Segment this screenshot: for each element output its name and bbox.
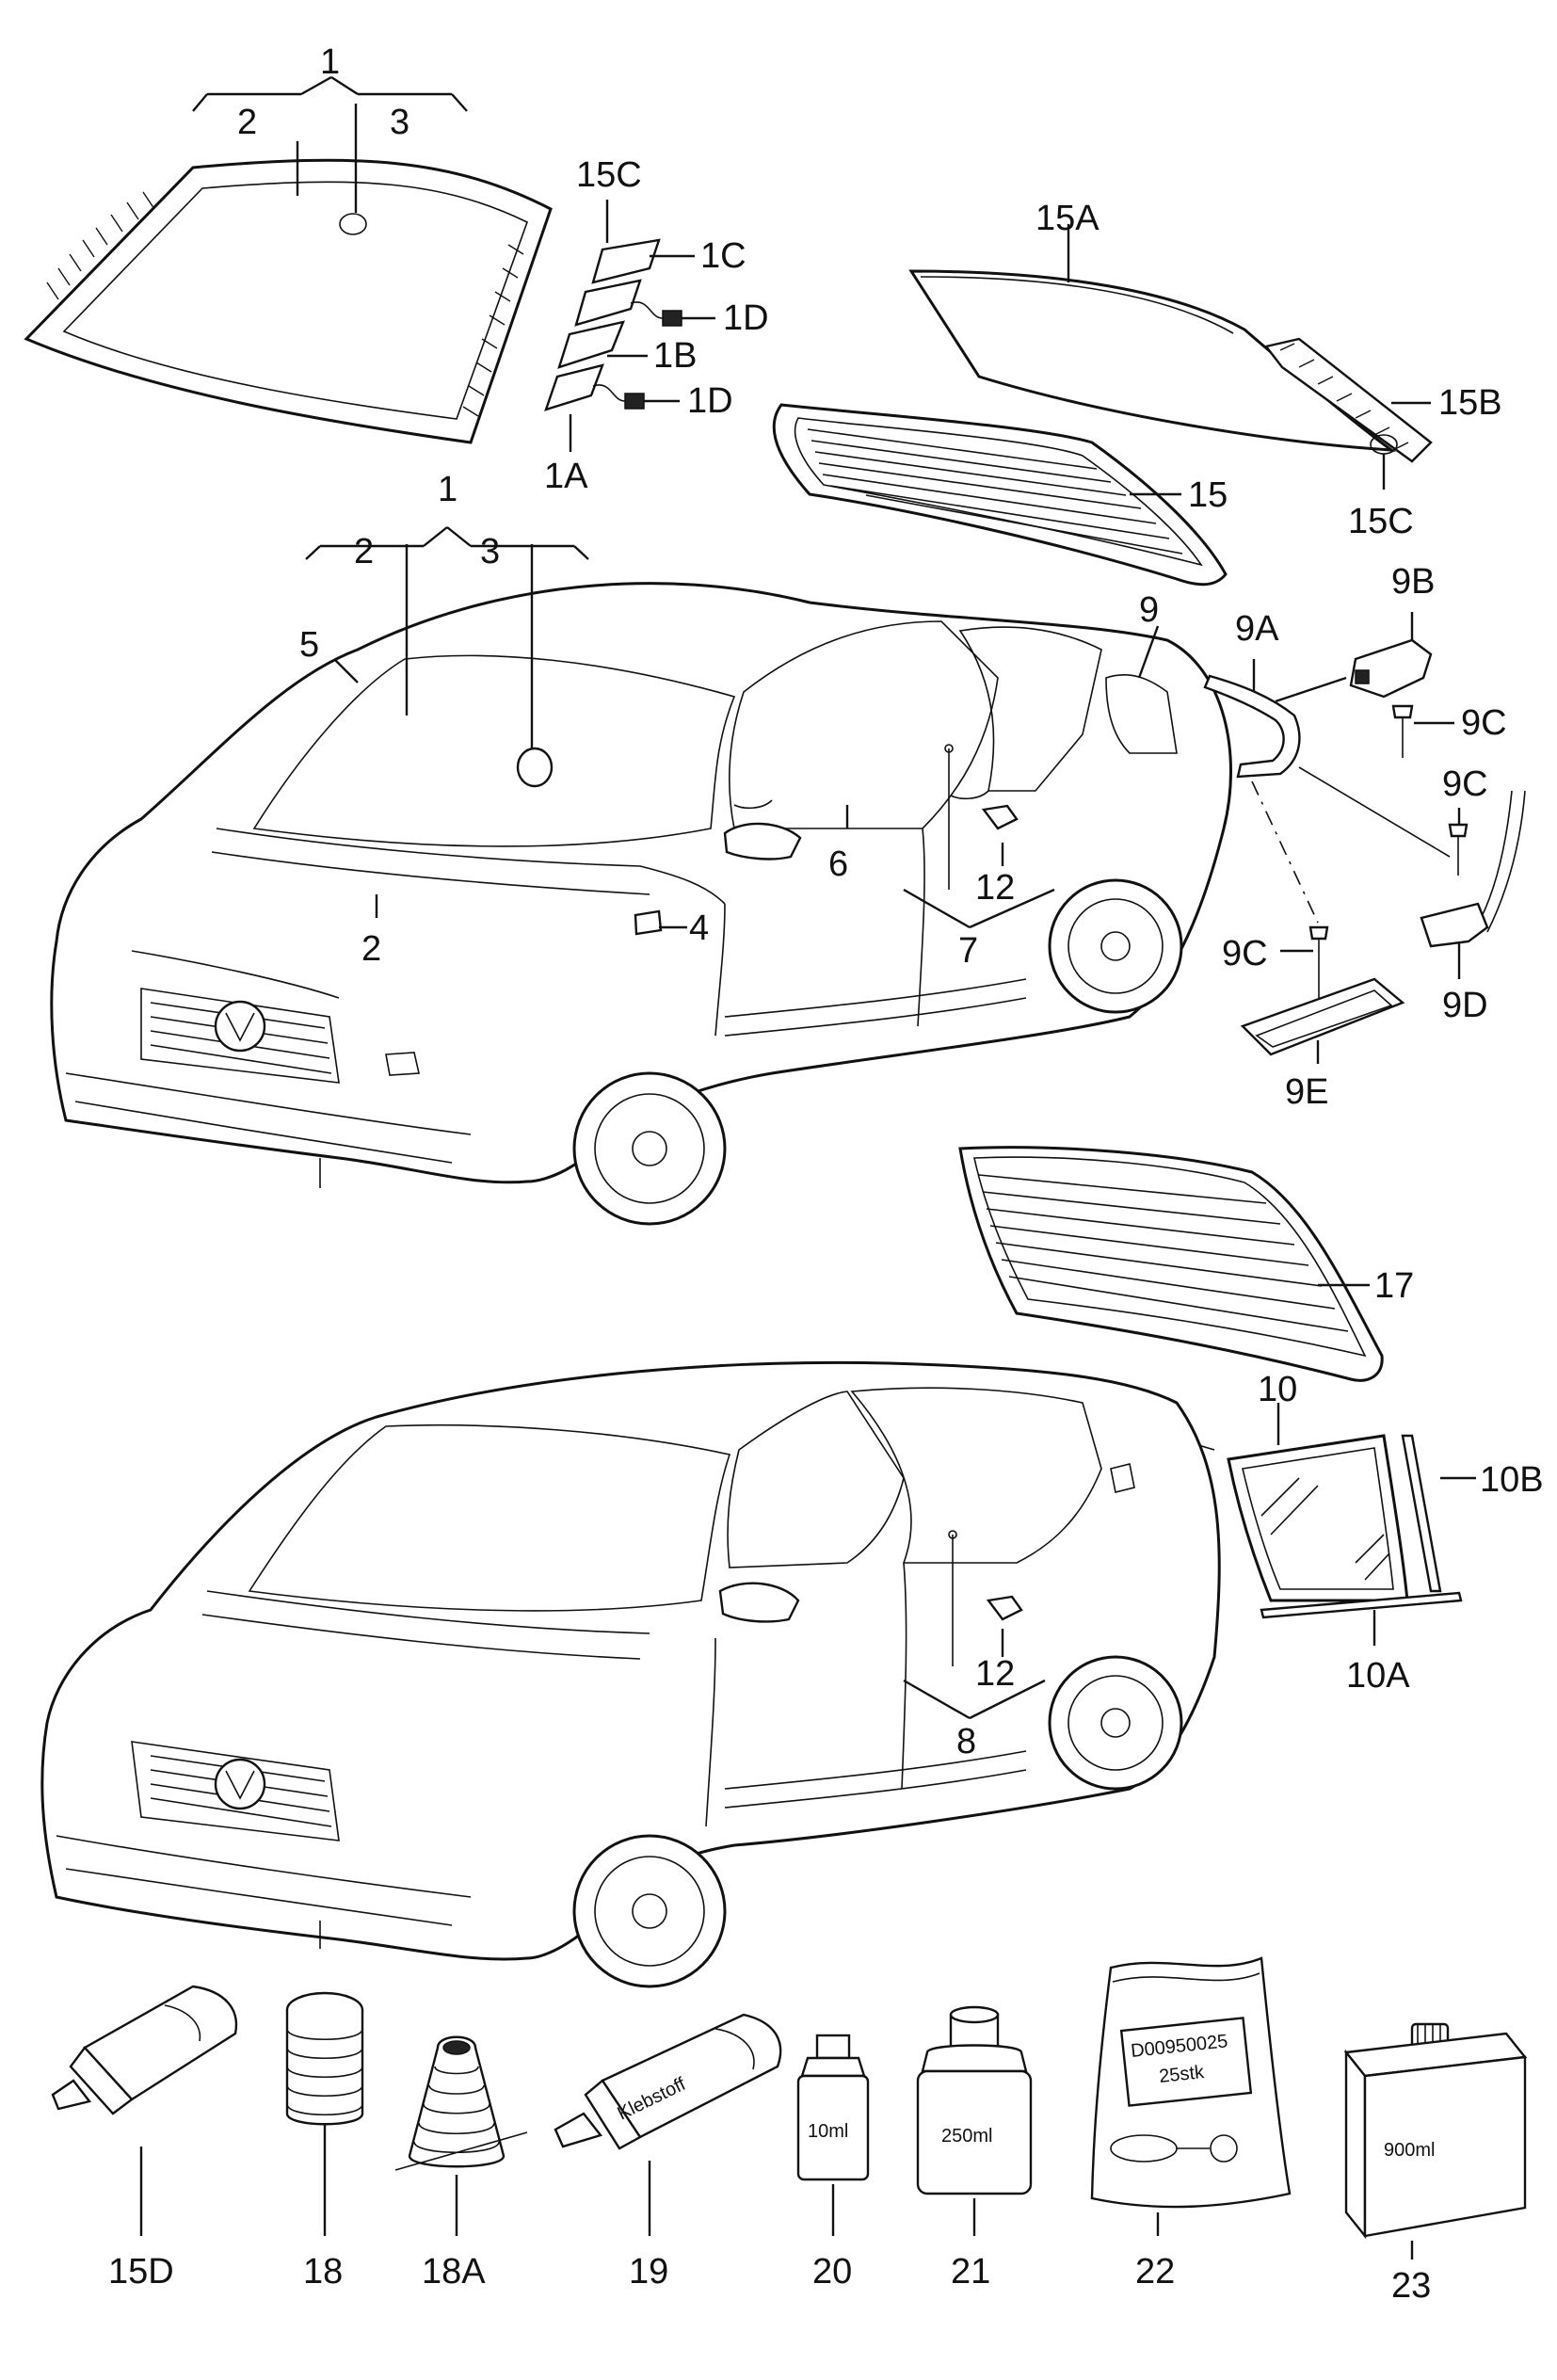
callout-1-top: 1 xyxy=(320,42,340,82)
callout-9c-c: 9C xyxy=(1222,934,1268,973)
sensor-strip-leaders xyxy=(569,200,715,452)
callout-2-bottom: 2 xyxy=(361,929,381,969)
bottle-20: 10ml xyxy=(796,2034,870,2236)
wagon-car xyxy=(40,1360,1221,1988)
callout-5: 5 xyxy=(299,625,319,665)
callout-15b: 15B xyxy=(1438,383,1502,423)
callout-1a: 1A xyxy=(544,457,588,496)
callout-19: 19 xyxy=(629,2252,668,2292)
callout-7: 7 xyxy=(958,931,978,971)
callout-17: 17 xyxy=(1374,1266,1414,1306)
callout-18: 18 xyxy=(303,2252,343,2292)
callout-2-sedan: 2 xyxy=(354,532,374,571)
tube-15d xyxy=(51,1985,238,2236)
callout-20: 20 xyxy=(812,2252,852,2292)
callout-9b: 9B xyxy=(1391,562,1435,602)
callout-15c-top: 15C xyxy=(576,155,642,195)
sedan-rear-glass xyxy=(772,403,1228,587)
windscreen xyxy=(24,158,553,444)
callout-1b: 1B xyxy=(653,336,697,376)
callout-9d: 9D xyxy=(1442,986,1488,1025)
callout-23: 23 xyxy=(1391,2266,1431,2306)
jug-23: 900ml xyxy=(1343,2022,1528,2259)
callout-9e: 9E xyxy=(1285,1072,1328,1112)
bag-22: D00950025 25stk xyxy=(1090,1956,1292,2236)
callout-10: 10 xyxy=(1258,1370,1297,1409)
callout-10a: 10A xyxy=(1346,1656,1410,1696)
callout-12-wagon: 12 xyxy=(975,1654,1015,1694)
callout-9c-b: 9C xyxy=(1442,764,1488,804)
seal-ring-18 xyxy=(285,1991,364,2236)
sedan-car xyxy=(50,582,1232,1226)
callout-10b: 10B xyxy=(1480,1460,1544,1500)
wagon-quarter-glass xyxy=(1053,1402,1476,1646)
callout-18a: 18A xyxy=(422,2252,486,2292)
callout-15: 15 xyxy=(1188,475,1228,515)
jug-23-label: 900ml xyxy=(1384,2140,1435,2161)
callout-3-top: 3 xyxy=(390,103,409,142)
rear-trim-assembly xyxy=(1203,612,1526,1064)
callout-15a: 15A xyxy=(1035,199,1100,238)
rear-window xyxy=(908,224,1433,490)
callout-15c-right: 15C xyxy=(1348,502,1414,541)
callout-9: 9 xyxy=(1139,590,1159,630)
sensor-strip xyxy=(544,238,682,411)
sedan-leaders xyxy=(305,526,1160,929)
callout-21: 21 xyxy=(951,2252,990,2292)
wagon-leaders xyxy=(903,1629,1046,1720)
can-21: 250ml xyxy=(916,2005,1033,2236)
adhesive-tube-19: Klebstoff xyxy=(554,2013,782,2236)
windscreen-leaders xyxy=(192,75,468,213)
callout-3-sedan: 3 xyxy=(480,532,500,571)
callout-4: 4 xyxy=(689,909,709,948)
callout-22: 22 xyxy=(1135,2252,1175,2292)
callout-15d: 15D xyxy=(108,2252,174,2292)
bottle-20-label: 10ml xyxy=(808,2121,848,2142)
callout-1c: 1C xyxy=(700,236,746,276)
callout-8: 8 xyxy=(956,1722,976,1761)
callout-6: 6 xyxy=(828,844,848,884)
bag-22-label-2: 25stk xyxy=(1158,2062,1206,2087)
seal-ring-18a xyxy=(394,2035,528,2236)
callout-2-top: 2 xyxy=(237,103,257,142)
callout-1d-b: 1D xyxy=(687,381,733,421)
can-21-label: 250ml xyxy=(941,2126,992,2147)
callout-labels: 1 2 3 15C 1C 1D 1B 1D 1A 15A 15B 15C 15 … xyxy=(108,42,1544,2306)
callout-9c-a: 9C xyxy=(1461,703,1507,743)
callout-12-sedan: 12 xyxy=(975,868,1015,908)
callout-1d-a: 1D xyxy=(723,298,769,338)
wagon-rear-glass xyxy=(958,1146,1384,1382)
callout-9a: 9A xyxy=(1235,609,1279,649)
callout-1-sedan: 1 xyxy=(438,470,457,509)
